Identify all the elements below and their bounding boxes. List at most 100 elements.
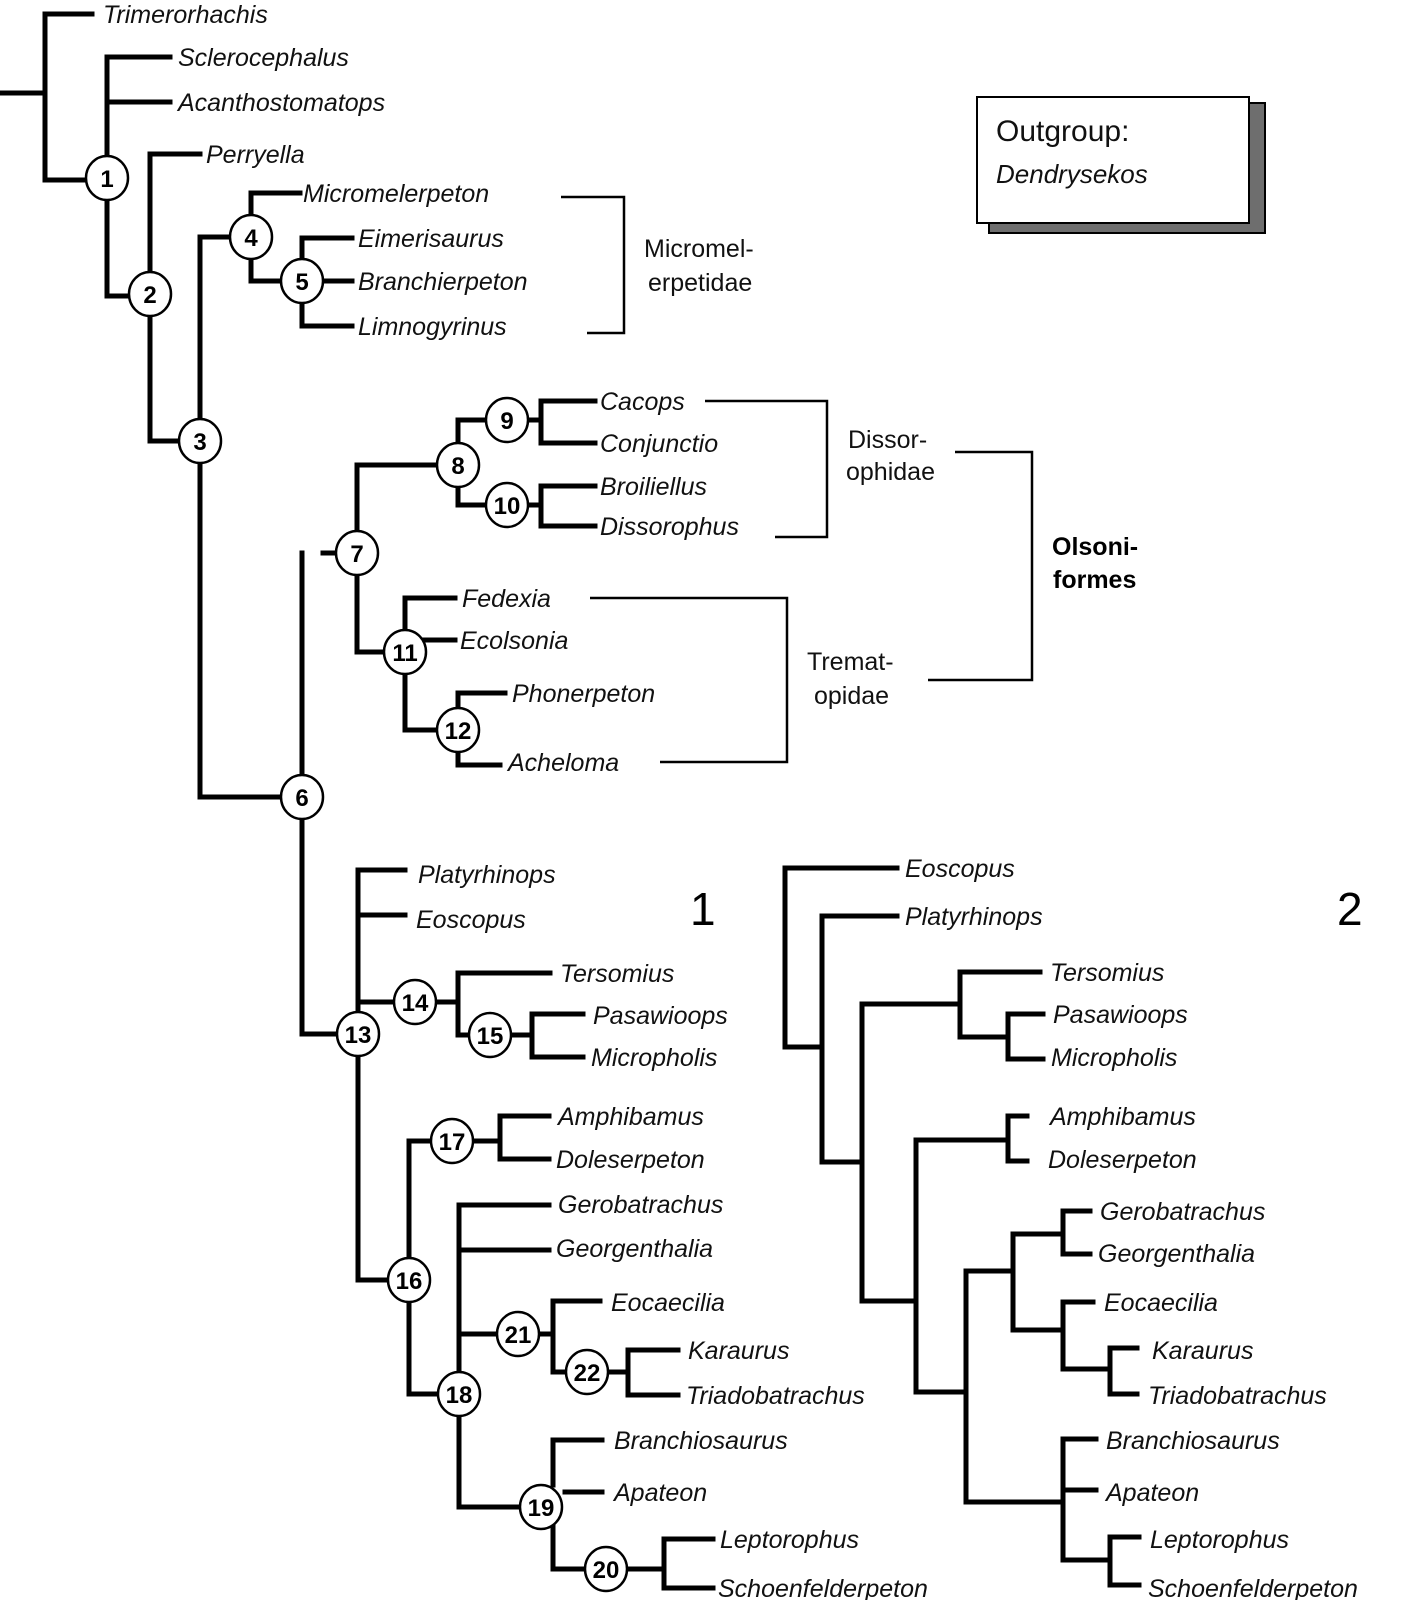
node-circle [564, 1348, 610, 1396]
node-19: 19 [518, 1483, 564, 1531]
tree2-taxon-branchiosaurus: Branchiosaurus [1106, 1427, 1280, 1455]
tree1-branches [0, 11, 716, 1591]
tree2-taxon-triadobatrachus: Triadobatrachus [1148, 1382, 1327, 1410]
tree2-taxon-georgenthalia: Georgenthalia [1098, 1240, 1255, 1268]
node-number: 18 [446, 1382, 473, 1409]
clade-label-olsoniformes-line2: formes [1053, 566, 1136, 594]
clade-label-trematopidae-line2: opidae [814, 682, 889, 710]
node-number: 7 [350, 541, 363, 568]
tree1-taxon-ecolsonia: Ecolsonia [460, 627, 568, 655]
node-number: 5 [295, 269, 308, 296]
bracket-micromelerpetidae [561, 195, 626, 335]
branch-n22-tips [625, 1347, 681, 1398]
tree2-taxon-doleserpeton: Doleserpeton [1048, 1146, 1197, 1174]
branch-n13-bottom [355, 1051, 392, 1283]
node-9: 9 [484, 396, 530, 444]
branch-n3-top [197, 234, 233, 423]
node-11: 11 [382, 628, 428, 676]
node-circle [386, 1256, 432, 1304]
tree1-taxon-acanthostomatops: Acanthostomatops [176, 89, 385, 117]
clade-label-olsoniformes-line1: Olsoni- [1052, 533, 1138, 561]
tree1-taxon-limnogyrinus: Limnogyrinus [358, 313, 507, 341]
tree2-taxon-tersomius: Tersomius [1050, 959, 1164, 987]
tree2-branch-tersomius-clade [957, 969, 1043, 1040]
node-circle [435, 441, 481, 489]
node-number: 8 [451, 453, 464, 480]
node-number: 21 [505, 1322, 532, 1349]
node-number: 1 [100, 166, 113, 193]
branch-n11-bottom [402, 670, 440, 733]
tree2-branch-karaurus-triadobatrachus [1107, 1345, 1140, 1397]
tree1-taxon-eocaecilia: Eocaecilia [611, 1289, 725, 1317]
tree1-taxon-eoscopus: Eoscopus [416, 906, 526, 934]
tree1-taxon-doleserpeton: Doleserpeton [556, 1146, 705, 1174]
node-4: 4 [228, 213, 274, 261]
node-6: 6 [279, 773, 325, 821]
tree2-branch-b [819, 913, 900, 1165]
tree2-taxon-karaurus: Karaurus [1152, 1337, 1253, 1365]
branch-n16-top [406, 1138, 435, 1262]
branch-n6-down [299, 814, 341, 1037]
tree1-taxon-sclerocephalus: Sclerocephalus [178, 44, 349, 72]
branch-fedexia [402, 595, 458, 633]
branch-acheloma [455, 747, 503, 768]
branch-n2-bottom [147, 311, 183, 444]
tree1-taxon-karaurus: Karaurus [688, 1337, 789, 1365]
tree1-taxon-eimerisaurus: Eimerisaurus [358, 225, 504, 253]
node-circle [484, 396, 530, 444]
node-number: 22 [574, 1360, 601, 1387]
panel-label-1: 1 [690, 883, 716, 935]
node-12: 12 [435, 706, 481, 754]
tree2-taxon-micropholis: Micropholis [1051, 1044, 1177, 1072]
node-circle [334, 529, 380, 577]
node-circle [435, 706, 481, 754]
node-circle [382, 628, 428, 676]
tree2-taxon-platyrhinops: Platyrhinops [905, 903, 1043, 931]
node-3: 3 [177, 417, 223, 465]
node-circle [429, 1117, 475, 1165]
node-number: 6 [295, 785, 308, 812]
tree2-taxon-gerobatrachus: Gerobatrachus [1100, 1198, 1265, 1226]
node-number: 4 [244, 225, 258, 252]
branch-n18-bottom [456, 1412, 523, 1510]
branch-n16-bottom [406, 1297, 441, 1397]
tree1-taxon-platyrhinops: Platyrhinops [418, 861, 556, 889]
branch-perryella [147, 151, 203, 277]
node-number: 20 [593, 1557, 620, 1584]
tree2-taxon-schoenfelderpeton: Schoenfelderpeton [1148, 1575, 1358, 1600]
node-circle [484, 481, 530, 529]
branch-branchiosaurus [550, 1437, 605, 1488]
node-circle [392, 978, 438, 1026]
branch-n14-tips [455, 970, 553, 1038]
tree2-taxon-eoscopus: Eoscopus [905, 855, 1015, 883]
branch-micromelerpeton [248, 190, 303, 220]
node-circle [583, 1545, 629, 1593]
branch-n8-bottom [455, 482, 490, 508]
tree1-taxon-pasawioops: Pasawioops [593, 1002, 728, 1030]
branch-limnogyrinus [299, 297, 355, 329]
node-circle [279, 773, 325, 821]
node-10: 10 [484, 481, 530, 529]
node-15: 15 [467, 1011, 513, 1059]
bracket-dissorophidae [705, 399, 829, 539]
clade-label-dissorophidae-line1: Dissor- [848, 426, 927, 454]
tree1-taxon-tersomius: Tersomius [560, 960, 674, 988]
node-circle [177, 417, 223, 465]
tree1-taxon-gerobatrachus: Gerobatrachus [558, 1191, 723, 1219]
node-circle [495, 1310, 541, 1358]
branch-n8-top [455, 417, 490, 447]
tree1-taxon-micropholis: Micropholis [591, 1044, 717, 1072]
node-circle [518, 1483, 564, 1531]
branch-n21-tips [550, 1298, 603, 1375]
tree1-taxon-amphibamus: Amphibamus [556, 1103, 704, 1131]
branch-n17-tips [497, 1113, 552, 1162]
tree2-branch-gerobatrachus-georgenthalia [1060, 1208, 1093, 1257]
node-13: 13 [335, 1010, 381, 1058]
node-number: 2 [143, 282, 156, 309]
clade-label-micromelerpetidae-line2: erpetidae [648, 269, 752, 297]
node-2: 2 [127, 270, 173, 318]
node-circle [335, 1010, 381, 1058]
branch-eimerisaurus [299, 235, 355, 263]
branch-n15-tips [529, 1011, 586, 1060]
